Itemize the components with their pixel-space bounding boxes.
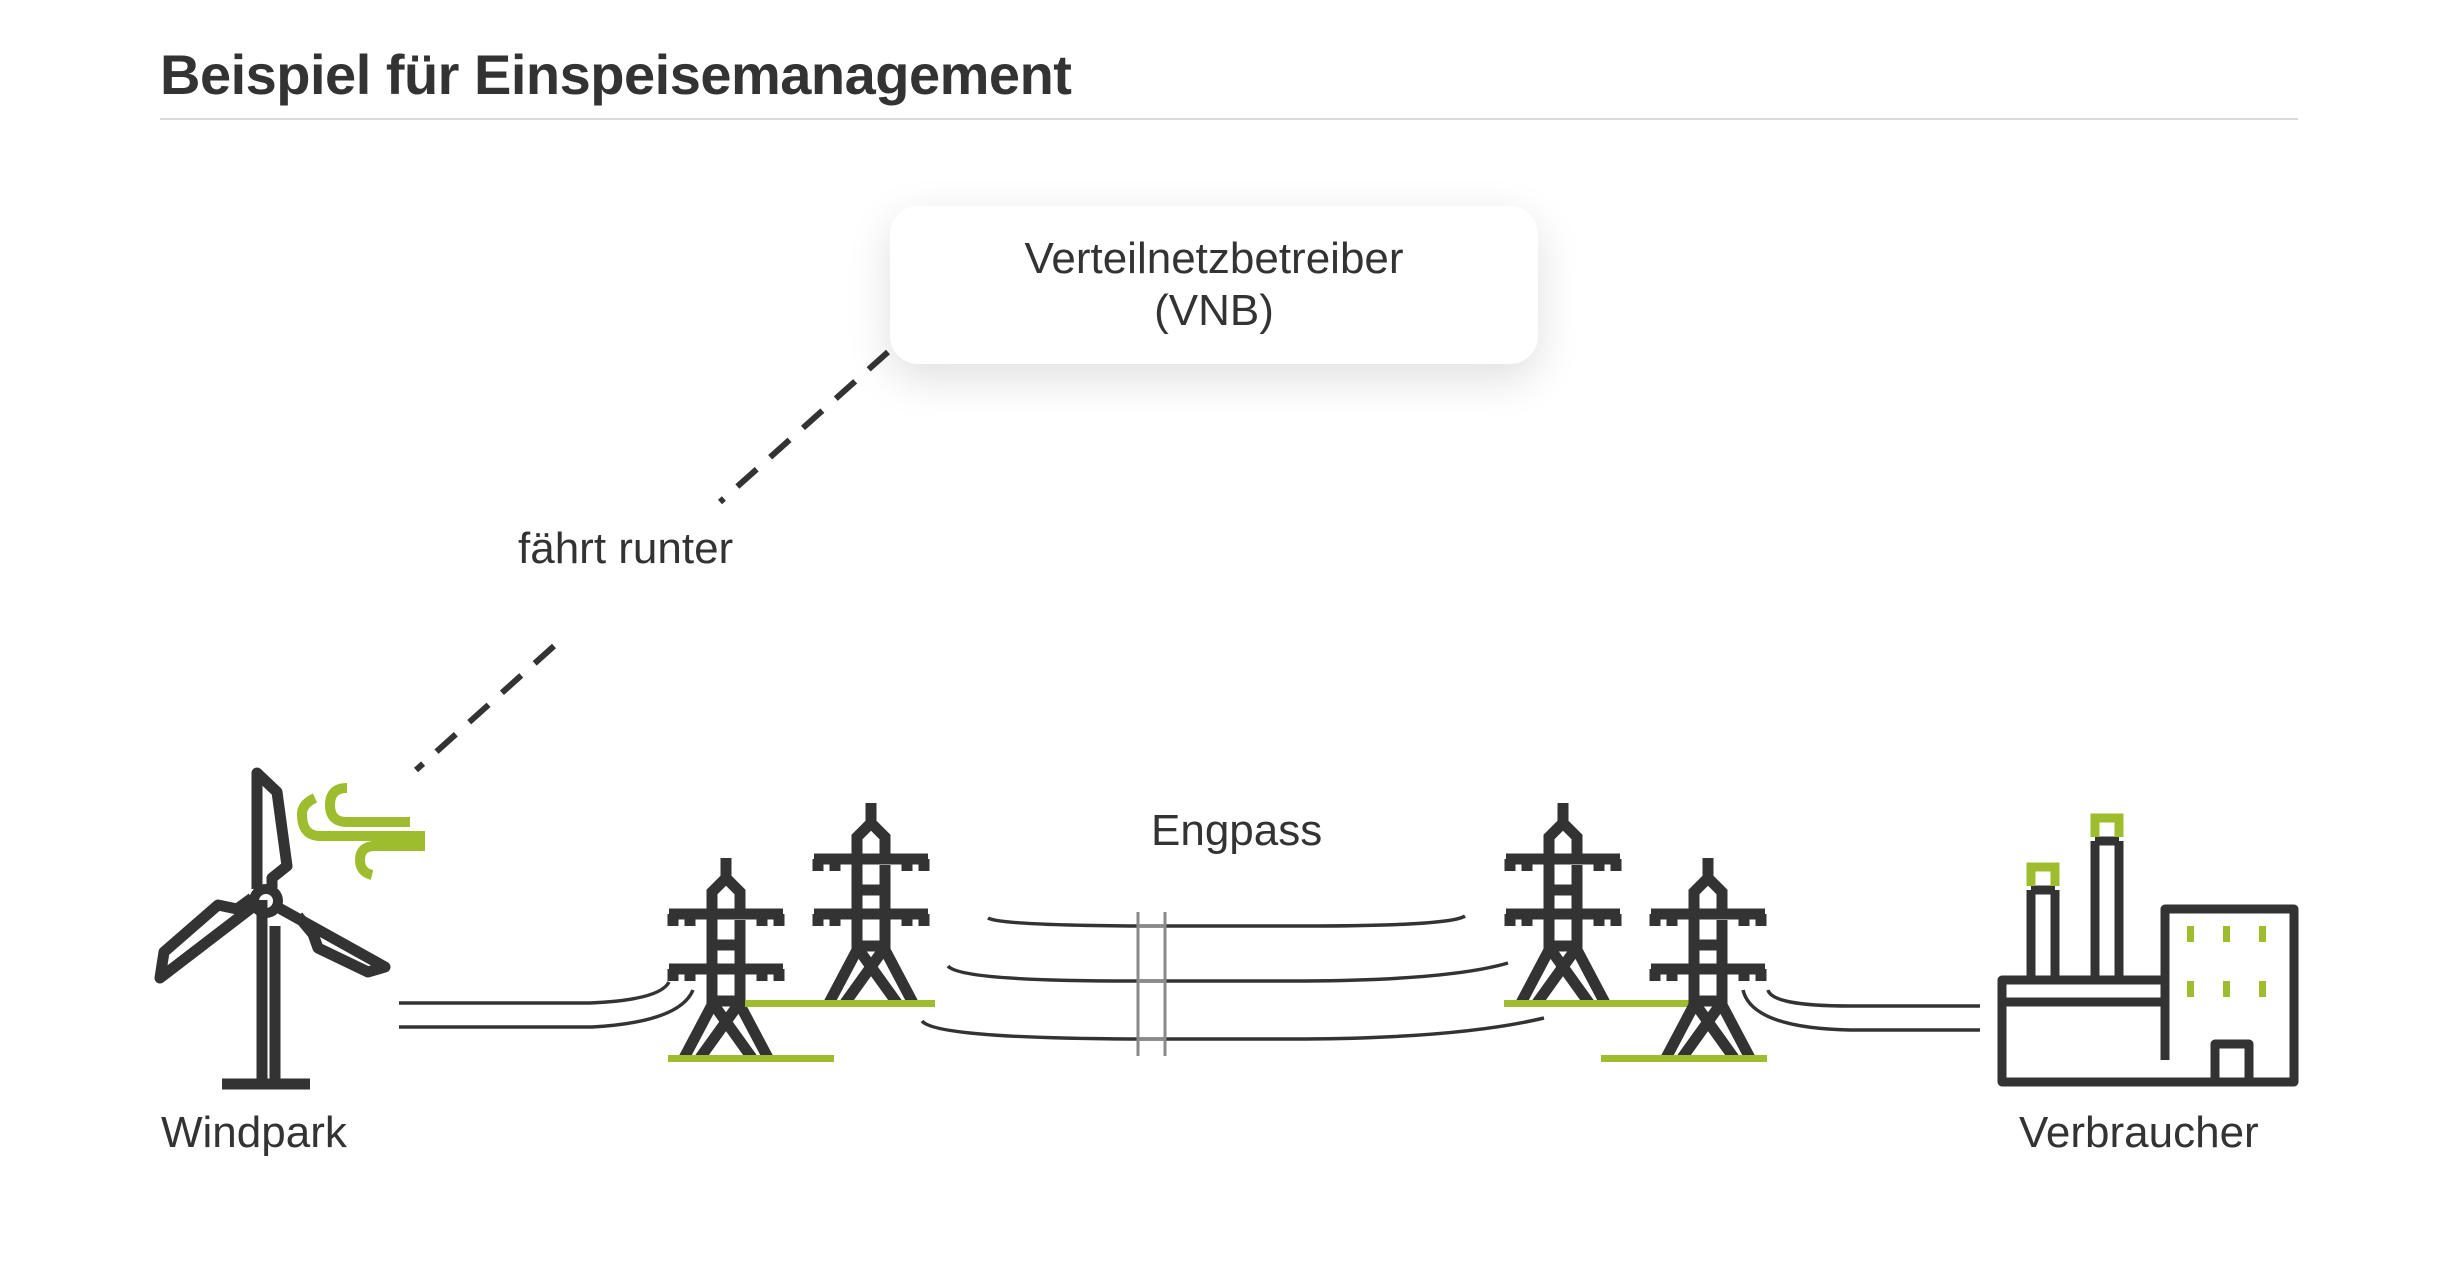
dashed-connector xyxy=(413,349,890,773)
ground-line xyxy=(745,1000,935,1007)
power-pylon-icon xyxy=(669,858,783,1058)
factory-icon xyxy=(1997,813,2299,1087)
dashed-connector-lower xyxy=(413,643,557,773)
power-lines-bottleneck xyxy=(920,914,1545,1041)
windpark-label: Windpark xyxy=(161,1108,347,1157)
power-lines-consumer xyxy=(1741,989,1980,1032)
wind-gust-icon xyxy=(296,783,425,880)
action-label: fährt runter xyxy=(518,524,734,573)
page-title: Beispiel für Einspeisemanagement xyxy=(160,43,1072,106)
vnb-box-title: Verteilnetzbetreiber xyxy=(1024,234,1404,283)
vnb-box-abbreviation: (VNB) xyxy=(1154,286,1274,335)
power-pylon-icon xyxy=(1506,803,1620,1003)
power-lines-windpark xyxy=(399,981,695,1029)
power-pylon-icon xyxy=(1651,858,1765,1058)
bottleneck-label: Engpass xyxy=(1151,806,1323,855)
bottleneck-marker xyxy=(1136,912,1167,1056)
factory-windows xyxy=(2187,926,2266,997)
power-pylon-icon xyxy=(814,803,928,1003)
ground-line xyxy=(1504,1000,1704,1007)
wind-turbine-icon xyxy=(154,767,391,1090)
vnb-box: Verteilnetzbetreiber (VNB) xyxy=(890,206,1538,364)
dashed-connector-upper xyxy=(718,349,890,505)
ground-line xyxy=(668,1055,834,1062)
consumer-label: Verbraucher xyxy=(2019,1108,2259,1157)
title-divider xyxy=(160,118,2298,120)
ground-line xyxy=(1601,1055,1767,1062)
